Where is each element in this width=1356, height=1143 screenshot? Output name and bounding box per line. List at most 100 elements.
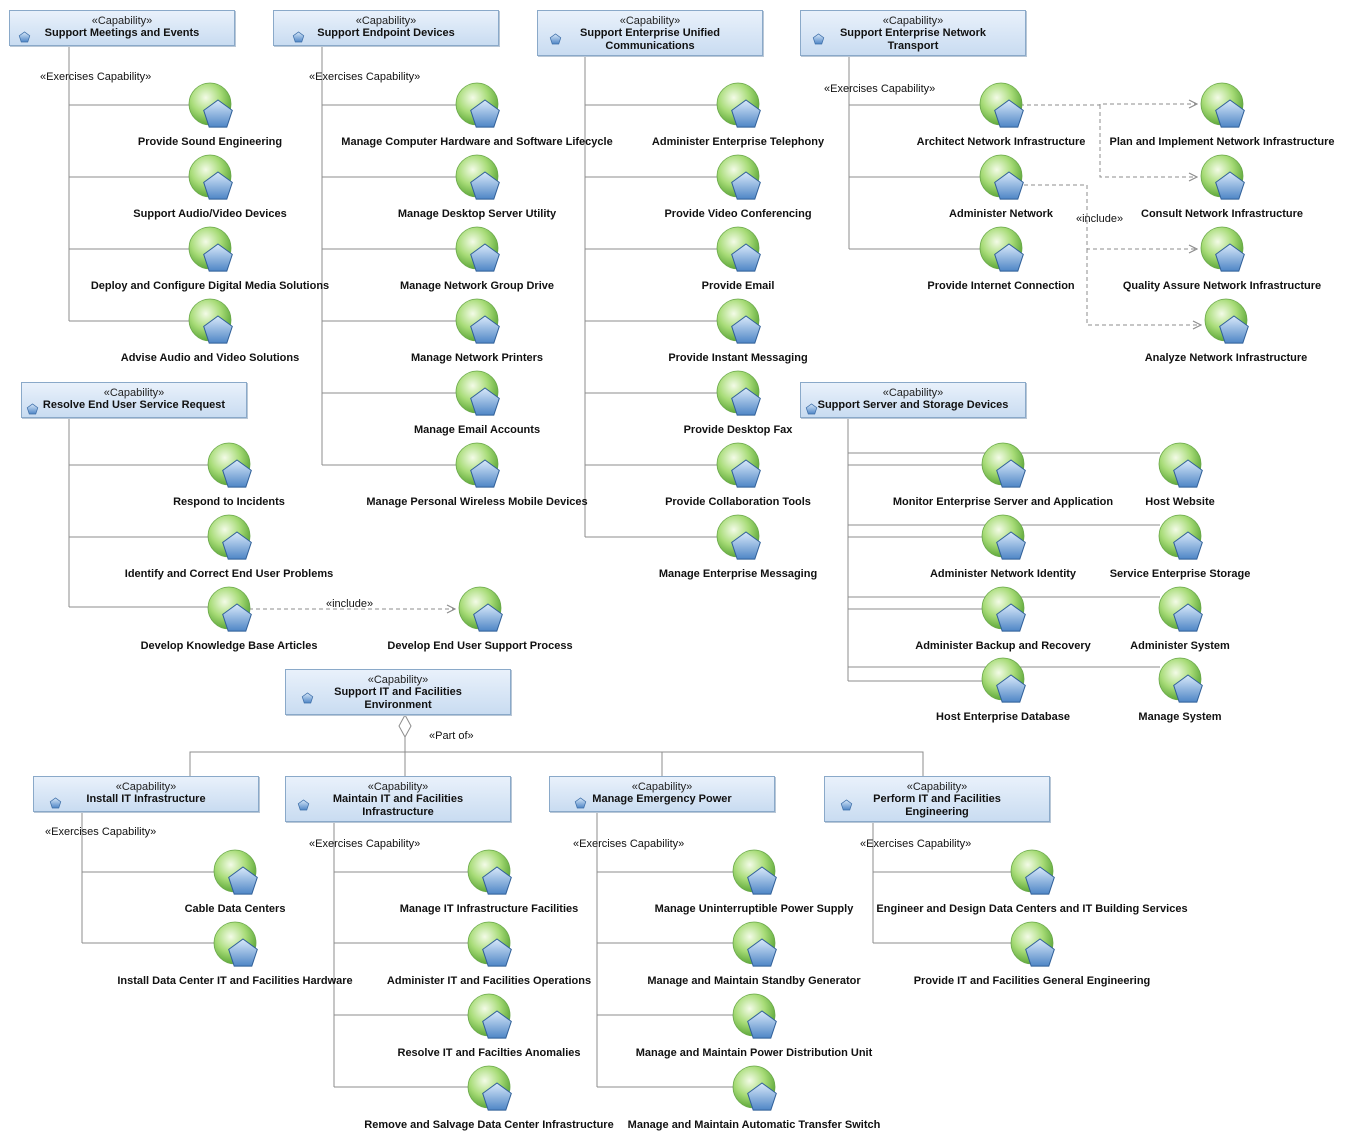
service-capability-icon[interactable] [465,1065,519,1115]
service-capability-icon[interactable] [1156,514,1210,564]
service-capability-icon[interactable] [205,514,259,564]
service-capability-label: Provide IT and Facilities General Engine… [913,975,1151,987]
service-capability-icon[interactable] [456,586,510,636]
service-capability-icon[interactable] [979,442,1033,492]
service-capability-icon[interactable] [977,154,1031,204]
service-capability-icon[interactable] [453,154,507,204]
capability-name: Infrastructure [362,806,434,818]
service-capability-label: Manage Desktop Server Utility [397,208,557,220]
capability-name: Install IT Infrastructure [86,793,206,805]
capability-name: Support Server and Storage Devices [817,399,1009,411]
service-capability-icon[interactable] [1008,921,1062,971]
pentagon-icon [549,33,562,45]
part-of-connector [189,751,924,776]
pentagon-icon [292,31,304,43]
service-capability-icon[interactable] [1198,226,1252,276]
capability-name: Maintain IT and Facilities [332,793,464,805]
service-capability-label: Administer Backup and Recovery [915,640,1091,652]
pentagon-icon [297,799,310,811]
service-capability-label: Administer IT and Facilities Operations [386,975,592,987]
service-capability-icon[interactable] [1156,586,1210,636]
service-capability-icon[interactable] [453,370,507,420]
service-capability-label: Manage Email Accounts [413,424,541,436]
capability-name: Support Enterprise Network [839,27,987,39]
service-capability-icon[interactable] [979,514,1033,564]
pentagon-icon [18,31,31,43]
service-capability-icon[interactable] [211,921,265,971]
service-capability-icon[interactable] [1202,298,1256,348]
service-capability-icon[interactable] [714,82,768,132]
service-capability-icon[interactable] [465,849,519,899]
service-capability-icon[interactable] [979,586,1033,636]
service-capability-icon[interactable] [186,154,240,204]
service-capability-icon[interactable] [211,849,265,899]
service-capability-icon[interactable] [186,298,240,348]
service-capability-icon[interactable] [714,298,768,348]
service-capability-label: Identify and Correct End User Problems [124,568,334,580]
capability-stereotype: «Capability» [91,15,153,27]
service-capability-icon[interactable] [205,586,259,636]
service-capability-icon[interactable] [730,921,784,971]
service-capability-icon[interactable] [186,226,240,276]
service-capability-icon[interactable] [205,442,259,492]
service-capability-icon[interactable] [714,154,768,204]
capability-power[interactable]: «Capability»Manage Emergency Power [549,776,775,812]
service-capability-label: Administer Network [949,208,1053,220]
service-capability-label: Provide Collaboration Tools [665,496,811,508]
service-capability-icon[interactable] [714,226,768,276]
service-capability-icon[interactable] [977,82,1031,132]
service-capability-icon[interactable] [1198,154,1252,204]
capability-server[interactable]: «Capability»Support Server and Storage D… [800,382,1026,418]
service-capability-icon[interactable] [465,921,519,971]
service-capability-icon[interactable] [977,226,1031,276]
service-capability-label: Provide Email [701,280,775,292]
service-capability-label: Provide Sound Engineering [137,136,283,148]
pentagon-icon [812,33,825,45]
service-capability-icon[interactable] [1198,82,1252,132]
service-capability-label: Develop Knowledge Base Articles [140,640,318,652]
capability-stereotype: «Capability» [906,781,968,793]
capability-stereotype: «Capability» [631,781,693,793]
service-capability-icon[interactable] [453,82,507,132]
service-capability-icon[interactable] [453,298,507,348]
service-capability-icon[interactable] [1156,657,1210,707]
capability-enduser[interactable]: «Capability»Resolve End User Service Req… [21,382,247,418]
service-capability-icon[interactable] [714,514,768,564]
service-capability-icon[interactable] [453,226,507,276]
service-capability-icon[interactable] [730,1065,784,1115]
pentagon-icon [301,692,313,704]
service-capability-icon[interactable] [465,993,519,1043]
service-capability-label: Administer Network Identity [929,568,1077,580]
include-arrow [1020,104,1197,105]
part-of-label: «Part of» [429,730,474,742]
service-capability-icon[interactable] [979,657,1033,707]
service-capability-label: Quality Assure Network Infrastructure [1122,280,1322,292]
service-capability-label: Provide Instant Messaging [668,352,808,364]
service-capability-icon[interactable] [730,849,784,899]
capability-install[interactable]: «Capability»Install IT Infrastructure [33,776,259,812]
service-capability-label: Support Audio/Video Devices [133,208,287,220]
service-capability-icon[interactable] [714,442,768,492]
service-capability-label: Manage Personal Wireless Mobile Devices [366,496,588,508]
capability-name: Support Meetings and Events [44,27,200,39]
service-capability-icon[interactable] [186,82,240,132]
capability-stereotype: «Capability» [367,674,429,686]
capability-meetings[interactable]: «Capability»Support Meetings and Events [9,10,235,46]
service-capability-label: Host Enterprise Database [936,711,1070,723]
capability-endpoint[interactable]: «Capability»Support Endpoint Devices [273,10,499,46]
service-capability-icon[interactable] [1008,849,1062,899]
service-capability-icon[interactable] [714,370,768,420]
service-capability-icon[interactable] [453,442,507,492]
service-capability-icon[interactable] [730,993,784,1043]
capability-stereotype: «Capability» [355,15,417,27]
service-capability-label: Deploy and Configure Digital Media Solut… [90,280,330,292]
exercises-capability-label: «Exercises Capability» [824,83,936,95]
service-capability-label: Manage Enterprise Messaging [658,568,818,580]
service-capability-icon[interactable] [1156,442,1210,492]
